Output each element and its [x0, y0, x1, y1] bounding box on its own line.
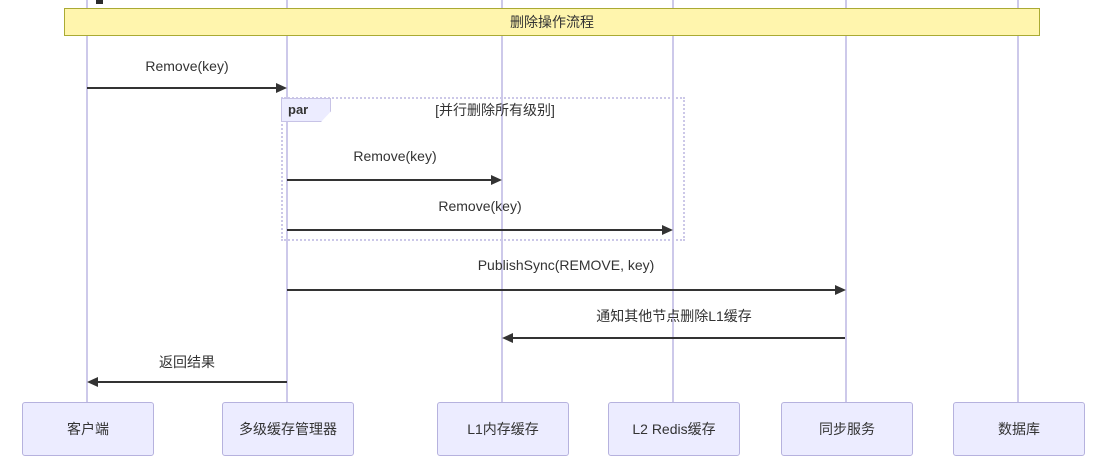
message-line-publish-sync — [287, 289, 837, 291]
arrowhead-right-icon — [835, 285, 846, 295]
arrowhead-right-icon — [276, 83, 287, 93]
participant-l1-cache-label: L1内存缓存 — [467, 421, 539, 437]
lifeline-l2-cache — [672, 0, 674, 404]
message-label-remove-key-2: Remove(key) — [353, 148, 437, 164]
participant-cache-manager: 多级缓存管理器 — [222, 402, 354, 456]
participant-sync-service-label: 同步服务 — [819, 421, 875, 437]
message-label-return-result: 返回结果 — [159, 354, 215, 370]
message-label-notify-nodes: 通知其他节点删除L1缓存 — [596, 308, 752, 324]
arrowhead-right-icon — [491, 175, 502, 185]
lifeline-sync-service — [845, 0, 847, 404]
arrowhead-left-icon — [87, 377, 98, 387]
participant-l2-cache-label: L2 Redis缓存 — [632, 421, 716, 437]
participant-sync-service: 同步服务 — [781, 402, 913, 456]
participant-l2-cache: L2 Redis缓存 — [608, 402, 740, 456]
lifeline-l1-cache — [501, 0, 503, 404]
arrowhead-right-icon — [662, 225, 673, 235]
message-line-return-result — [96, 381, 287, 383]
participant-client-label: 客户端 — [67, 421, 109, 437]
par-fragment-box — [281, 97, 685, 241]
message-label-remove-key-3: Remove(key) — [438, 198, 522, 214]
arrowhead-left-icon — [502, 333, 513, 343]
lifeline-database — [1017, 0, 1019, 404]
message-label-publish-sync: PublishSync(REMOVE, key) — [477, 257, 655, 273]
message-line-notify-nodes — [511, 337, 845, 339]
par-fragment-condition: [并行删除所有级别] — [435, 102, 555, 118]
lifeline-cache-manager — [286, 0, 288, 404]
cropped-artifact-mark — [96, 0, 103, 4]
participant-database-label: 数据库 — [998, 421, 1040, 437]
lifeline-client — [86, 0, 88, 404]
participant-l1-cache: L1内存缓存 — [437, 402, 569, 456]
participant-database: 数据库 — [953, 402, 1085, 456]
message-line-remove-key-2 — [287, 179, 493, 181]
note-title: 删除操作流程 — [64, 8, 1040, 36]
message-line-remove-key-1 — [87, 87, 278, 89]
par-fragment-label: par — [281, 98, 331, 122]
participant-cache-manager-label: 多级缓存管理器 — [239, 421, 337, 437]
message-label-remove-key-1: Remove(key) — [145, 58, 229, 74]
note-title-text: 删除操作流程 — [510, 14, 594, 30]
participant-client: 客户端 — [22, 402, 154, 456]
message-line-remove-key-3 — [287, 229, 664, 231]
